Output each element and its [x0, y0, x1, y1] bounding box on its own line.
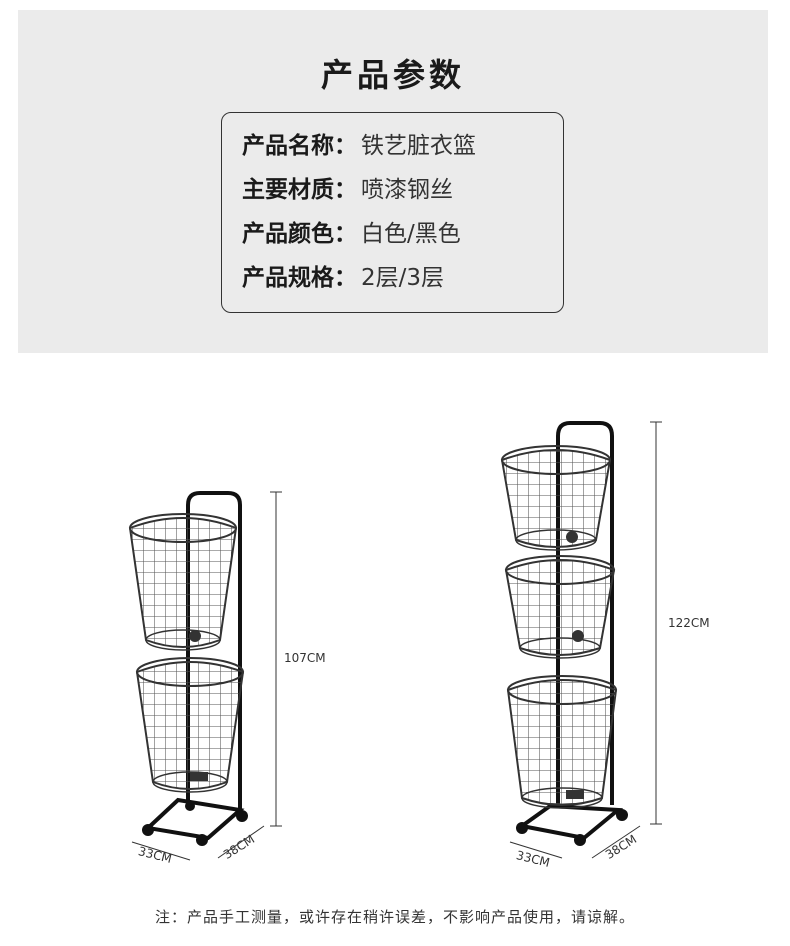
three-tier-basket [500, 421, 662, 859]
spec-label: 主要材质： [242, 177, 357, 203]
wheel-icon [236, 810, 248, 822]
spec-row-size: 产品规格：2层/3层 [242, 263, 444, 293]
page-title: 产品参数 [320, 56, 465, 94]
spec-value: 2层/3层 [361, 265, 445, 291]
spec-box: 产品名称：铁艺脏衣篮 主要材质：喷漆钢丝 产品颜色：白色/黑色 产品规格：2层/… [221, 112, 564, 313]
spec-label: 产品规格： [242, 265, 357, 291]
wheel-icon [574, 834, 586, 846]
spec-label: 产品名称： [242, 133, 357, 159]
left-height-label: 107CM [284, 651, 326, 665]
frame-rod [556, 421, 614, 808]
top-basket [500, 449, 612, 548]
spec-row-color: 产品颜色：白色/黑色 [242, 219, 461, 249]
wheel-icon [616, 809, 628, 821]
frame-rod [186, 491, 242, 810]
wheel-icon [196, 834, 208, 846]
spec-row-material: 主要材质：喷漆钢丝 [242, 175, 453, 205]
spec-value: 白色/黑色 [361, 221, 461, 247]
frame-base [143, 797, 245, 841]
product-illustration [128, 421, 662, 861]
spec-row-name: 产品名称：铁艺脏衣篮 [242, 131, 476, 161]
right-height-label: 122CM [668, 616, 710, 630]
middle-basket [504, 559, 616, 656]
spec-value: 喷漆钢丝 [361, 177, 453, 203]
spec-panel: 产品参数 产品名称：铁艺脏衣篮 主要材质：喷漆钢丝 产品颜色：白色/黑色 产品规… [18, 10, 768, 353]
measurement-note: 注：产品手工测量，或许存在稍许误差，不影响产品使用，请谅解。 [154, 908, 635, 926]
spec-value: 铁艺脏衣篮 [361, 133, 476, 159]
wheel-icon [516, 822, 528, 834]
wheel-icon [185, 801, 195, 811]
wheel-icon [142, 824, 154, 836]
two-tier-basket [128, 491, 282, 861]
frame-base [517, 803, 624, 841]
bottom-basket [506, 679, 618, 806]
spec-label: 产品颜色： [242, 221, 357, 247]
